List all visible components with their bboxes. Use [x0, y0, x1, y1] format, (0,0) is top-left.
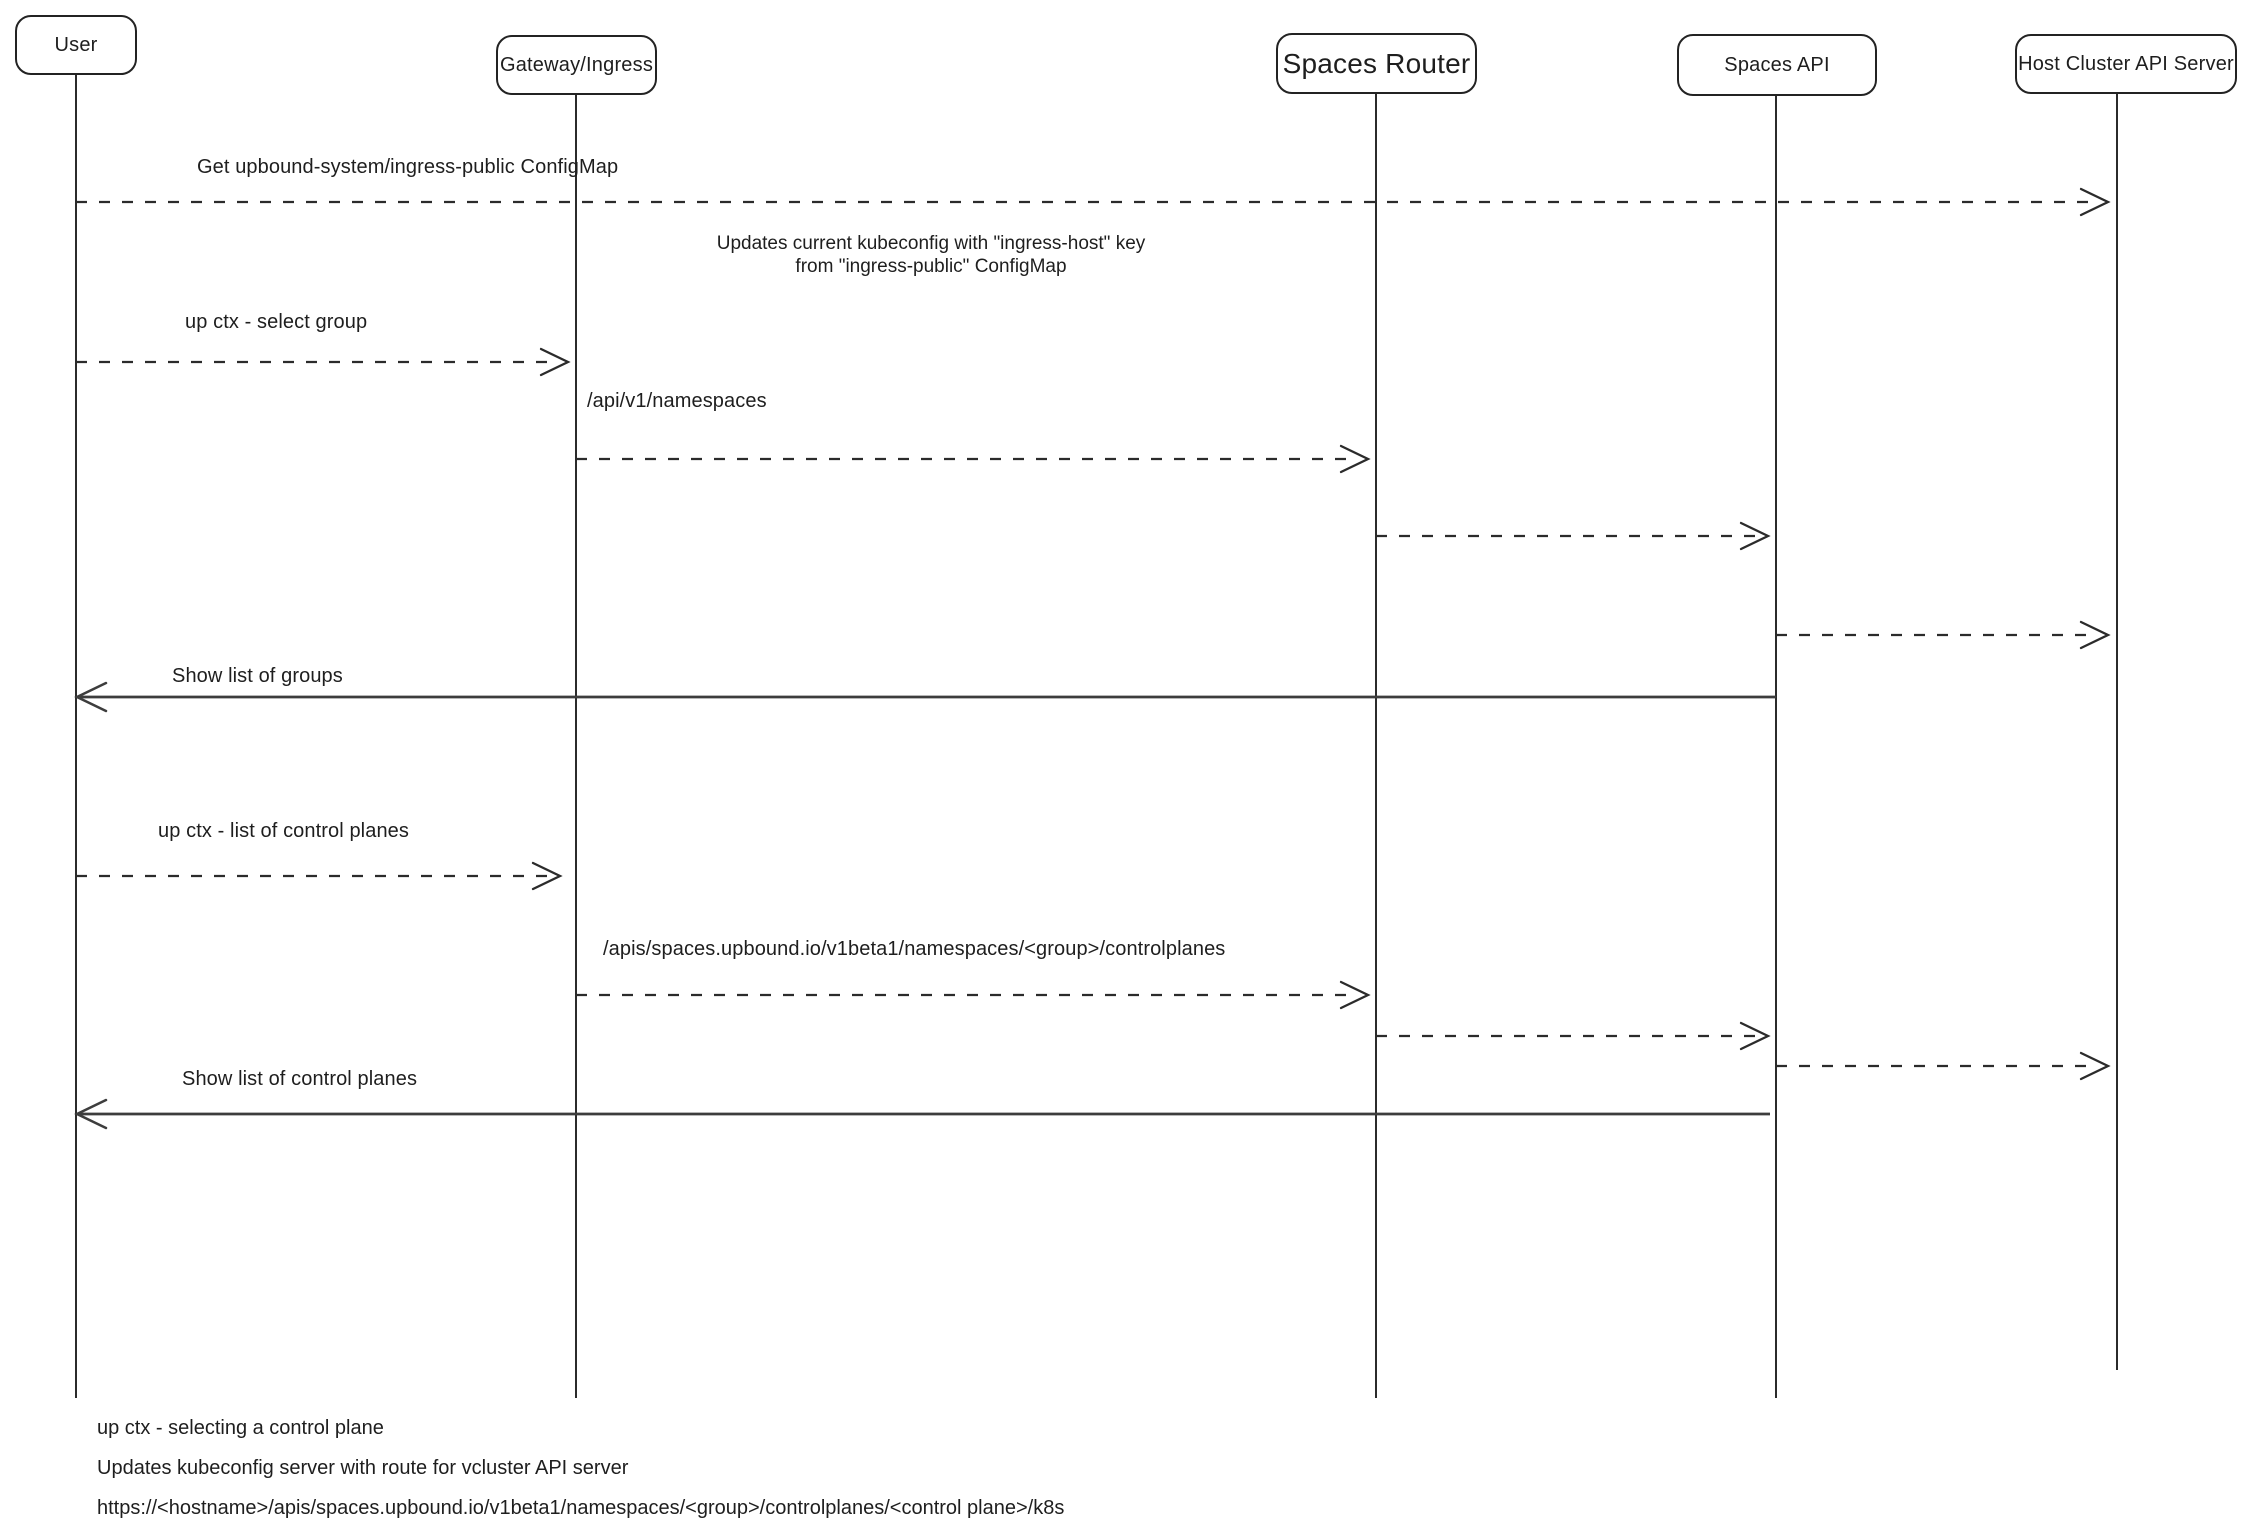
footnote-vcluster-url: https://<hostname>/apis/spaces.upbound.i… — [97, 1497, 1065, 1519]
note-line-2: from "ingress-public" ConfigMap — [795, 256, 1067, 277]
message-label-select-group: up ctx - select group — [185, 311, 368, 333]
arrowhead-icon — [1739, 1021, 1771, 1051]
arrowhead-icon — [2079, 1051, 2111, 1081]
arrowhead-icon — [531, 861, 563, 891]
arrowhead-icon — [74, 1098, 108, 1130]
arrowhead-icon — [1339, 980, 1371, 1010]
message-label-apis-controlplanes: /apis/spaces.upbound.io/v1beta1/namespac… — [603, 938, 1226, 960]
arrowhead-icon — [539, 347, 571, 377]
footnote-updates-kubeconfig-route: Updates kubeconfig server with route for… — [97, 1457, 629, 1479]
actor-spaces-router-label: Spaces Router — [1282, 47, 1471, 79]
actor-spaces-api: Spaces API — [1677, 34, 1877, 96]
message-label-list-controlplanes: up ctx - list of control planes — [158, 820, 409, 842]
message-label-api-namespaces: /api/v1/namespaces — [587, 390, 767, 412]
note-line-1: Updates current kubeconfig with "ingress… — [716, 233, 1146, 254]
message-label-get-configmap: Get upbound-system/ingress-public Config… — [197, 156, 619, 178]
arrowhead-icon — [2079, 187, 2111, 217]
actor-host-cluster-api-server: Host Cluster API Server — [2015, 34, 2237, 94]
footnote-selecting-control-plane: up ctx - selecting a control plane — [97, 1417, 384, 1439]
message-label-show-controlplanes: Show list of control planes — [182, 1068, 418, 1090]
arrowhead-icon — [1739, 521, 1771, 551]
arrowhead-icon — [1339, 444, 1371, 474]
message-label-show-groups: Show list of groups — [172, 665, 343, 687]
arrowhead-icon — [2079, 620, 2111, 650]
actor-host-cluster-api-server-label: Host Cluster API Server — [2018, 52, 2234, 75]
actor-user-label: User — [54, 33, 98, 56]
actor-user: User — [15, 15, 137, 75]
note-updates-kubeconfig: Updates current kubeconfig with "ingress… — [717, 232, 1146, 278]
actor-spaces-api-label: Spaces API — [1724, 53, 1830, 76]
actor-gateway-ingress: Gateway/Ingress — [496, 35, 657, 95]
arrowhead-icon — [74, 681, 108, 713]
actor-spaces-router: Spaces Router — [1276, 33, 1477, 94]
actor-gateway-ingress-label: Gateway/Ingress — [499, 53, 654, 76]
